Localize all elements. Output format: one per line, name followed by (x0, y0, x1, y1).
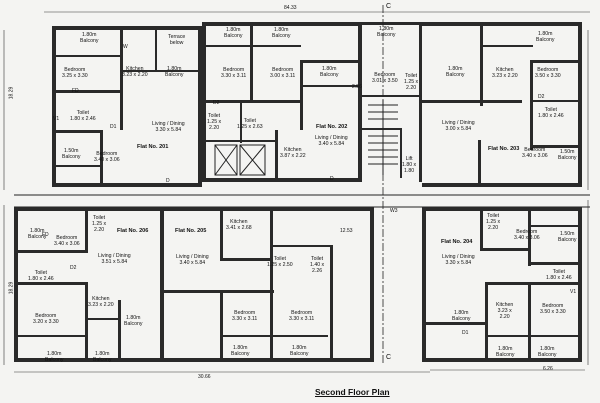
flat-206-label: Flat No. 206 (117, 228, 149, 234)
room-label: Bedroom 3.00 x 3.11 (270, 67, 296, 79)
room-label: 1.80m Balcony (231, 345, 250, 357)
room-label: Bedroom 3.30 x 3.11 (289, 310, 315, 322)
room-label: Toilet 1.80 x 2.46 (70, 110, 96, 122)
door-tag: D2 (213, 100, 220, 106)
room-label: Toilet 1.40 x 2.26 (310, 256, 325, 274)
dimension-left-lower: 18.29 (8, 281, 15, 295)
room-label: 1.80m Balcony (320, 66, 339, 78)
room-label: Toilet 1.25 x 2.20 (92, 215, 107, 233)
room-label: 1.80m Balcony (446, 66, 465, 78)
door-tag: D1 (462, 330, 469, 336)
room-label: Toilet 1.25 x 2.20 (486, 213, 501, 231)
room-label: 1.80m Balcony (538, 346, 557, 358)
room-label: Living / Dining 3.40 x 5.84 (315, 135, 348, 147)
dimension-bottom: 30.66 (198, 374, 211, 380)
plan-title: Second Floor Plan (315, 387, 390, 397)
room-label: Kitchen 3.23 x 2.20 (492, 67, 518, 79)
room-label: Bedroom 3.30 x 3.11 (221, 67, 247, 79)
room-label: Toilet 1.25 x 2.20 (207, 113, 222, 131)
section-cut-bottom: C (386, 354, 392, 361)
room-label: Kitchen 3.87 x 2.22 (280, 147, 306, 159)
dimension-bottom-right: 6.26 (543, 366, 553, 372)
room-label: 1.80m Balcony (496, 346, 515, 358)
dimension-corridor: 12.53 (340, 228, 353, 234)
flat-205-label: Flat No. 205 (175, 228, 207, 234)
flat-201-label: Flat No. 201 (137, 144, 169, 150)
room-label: Living / Dining 3.30 x 5.84 (442, 254, 475, 266)
room-label: Bedroom 3.25 x 3.30 (62, 67, 88, 79)
vent-tag: V1 (570, 289, 577, 295)
room-label: Toilet 1.80 x 2.46 (546, 269, 572, 281)
room-label: Kitchen 3.23 x 2.20 (88, 296, 114, 308)
room-label: Bedroom 3.40 x 3.06 (522, 147, 548, 159)
dimension-side: 2.96 (352, 84, 362, 90)
room-label: 1.50m Balcony (558, 231, 577, 243)
flat-203-label: Flat No. 203 (488, 146, 520, 152)
room-label: Bedroom 3.50 x 3.30 (540, 303, 566, 315)
flat-202-label: Flat No. 202 (316, 124, 348, 130)
vent-tag: V1 (53, 116, 60, 122)
door-tag: D2 (70, 265, 77, 271)
french-door-tag: FD (42, 232, 49, 238)
room-label: 1.80m Balcony (28, 228, 47, 240)
room-label: Bedroom 3.50 x 3.30 (535, 67, 561, 79)
window-tag: W (123, 44, 128, 50)
room-label: Terrace below (168, 34, 186, 46)
window-tag: W3 (390, 208, 398, 214)
room-label: Bedroom 3.40 x 3.06 (54, 235, 80, 247)
french-door-tag: FD (72, 88, 79, 94)
room-label: Kitchen 3.41 x 2.68 (226, 219, 252, 231)
door-tag: D (330, 176, 334, 182)
room-label: 1.80m Balcony (290, 345, 309, 357)
room-label: 1.80m Balcony (536, 31, 555, 43)
room-label: 1.80m Balcony (272, 27, 291, 39)
flat-204-label: Flat No. 204 (441, 239, 473, 245)
door-tag: D1 (110, 124, 117, 130)
room-label: Living / Dining 3.30 x 5.84 (152, 121, 185, 133)
room-label: 1.80m Balcony (93, 351, 112, 363)
dimension-top: 84.33 (284, 5, 297, 11)
room-label: 1.80m Balcony (124, 315, 143, 327)
room-label: 1.80m Balcony (224, 27, 243, 39)
room-label: 1.50m Balcony (62, 148, 81, 160)
room-label: Bedroom 3.30 x 3.11 (232, 310, 258, 322)
room-label: Toilet 1.80 x 2.46 (28, 270, 54, 282)
room-label: Bedroom 3.01 x 3.50 (372, 72, 398, 84)
section-cut-top: C (386, 3, 392, 10)
room-label: Toilet 1.25 x 2.50 (267, 256, 293, 268)
door-tag: D2 (538, 94, 545, 100)
door-tag: D (166, 178, 170, 184)
room-label: 1.50m Balcony (558, 149, 577, 161)
room-label: Kitchen 3.23 x 2.20 (122, 66, 148, 78)
room-label: Living / Dining 3.00 x 5.84 (442, 120, 475, 132)
room-label: Lift 1.80 x 1.80 (402, 156, 417, 174)
room-label: Bedroom 3.40 x 3.06 (514, 229, 540, 241)
room-label: 1.80m Balcony (377, 26, 396, 38)
room-label: 1.80m Balcony (452, 310, 471, 322)
room-label: Living / Dining 3.40 x 5.84 (176, 254, 209, 266)
room-label: Toilet 1.25 x 2.63 (237, 118, 263, 130)
room-label: 1.80m Balcony (80, 32, 99, 44)
room-label: Toilet 1.80 x 2.46 (538, 107, 564, 119)
room-label: Kitchen 3.23 x 2.20 (496, 302, 514, 320)
room-label: 1.80m Balcony (165, 66, 184, 78)
room-label: Bedroom 3.20 x 3.30 (33, 313, 59, 325)
room-label: Bedroom 3.40 x 3.06 (94, 151, 120, 163)
room-label: 1.80m Balcony (45, 351, 64, 363)
room-label: Living / Dining 3.51 x 5.84 (98, 253, 131, 265)
dimension-left-upper: 18.29 (8, 86, 15, 100)
room-label: Toilet 1.25 x 2.20 (404, 73, 419, 91)
